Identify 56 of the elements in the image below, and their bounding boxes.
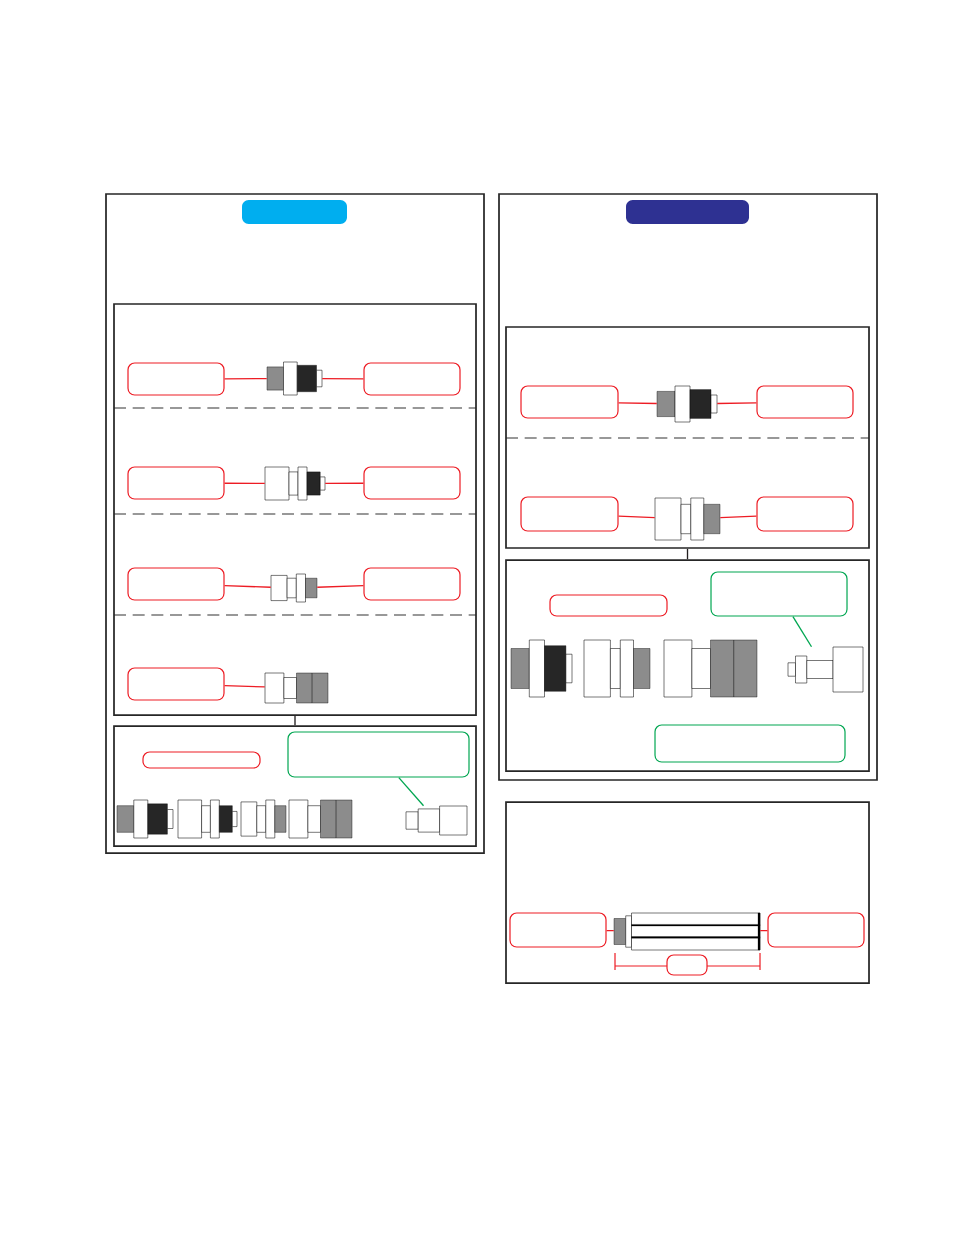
callout-box — [363, 567, 461, 601]
header-tab — [242, 200, 347, 224]
panel-frame — [505, 801, 870, 984]
leader-line — [223, 377, 268, 380]
picture — [405, 805, 468, 836]
callout-box — [756, 385, 854, 419]
panel-frame — [105, 193, 485, 854]
header-tab — [626, 200, 749, 224]
panel-frame — [505, 559, 870, 772]
leader-line — [223, 482, 266, 485]
leader-line — [759, 929, 769, 932]
picture — [116, 799, 353, 839]
callout-box — [127, 567, 225, 601]
leader-line — [398, 776, 425, 807]
picture — [654, 497, 721, 541]
picture — [656, 385, 718, 423]
callout-box — [363, 362, 461, 396]
leader-line — [324, 482, 365, 485]
callout-box — [127, 362, 225, 396]
leader-line — [321, 377, 365, 380]
callout-box — [549, 594, 668, 617]
panel-frame — [113, 725, 477, 847]
callout-box — [756, 496, 854, 532]
picture — [270, 573, 318, 603]
callout-box — [127, 466, 225, 500]
callout-box — [710, 571, 848, 617]
callout-box — [666, 954, 708, 976]
callout-box — [142, 751, 261, 769]
panel-frame — [505, 326, 870, 549]
callout-box — [363, 466, 461, 500]
callout-box — [127, 667, 225, 701]
leader-line — [316, 585, 365, 588]
leader-line — [617, 515, 656, 519]
callout-box — [654, 724, 846, 763]
picture — [264, 466, 326, 501]
callout-box — [287, 731, 470, 778]
picture — [613, 912, 761, 951]
connector-line — [686, 548, 689, 560]
panel-frame — [113, 303, 477, 716]
leader-line — [719, 515, 758, 519]
picture — [787, 646, 864, 693]
leader-line — [716, 402, 758, 405]
picture — [264, 672, 329, 704]
callout-box — [767, 912, 865, 948]
callout-box — [520, 385, 619, 419]
leader-line — [605, 929, 615, 932]
callout-box — [520, 496, 619, 532]
callout-box — [509, 912, 607, 948]
connector-line — [294, 715, 296, 726]
picture — [266, 361, 323, 396]
leader-line — [223, 684, 266, 688]
panel-frame — [498, 193, 878, 781]
picture — [510, 639, 758, 698]
leader-line — [223, 585, 272, 588]
leader-line — [617, 402, 658, 405]
leader-line — [792, 615, 813, 648]
